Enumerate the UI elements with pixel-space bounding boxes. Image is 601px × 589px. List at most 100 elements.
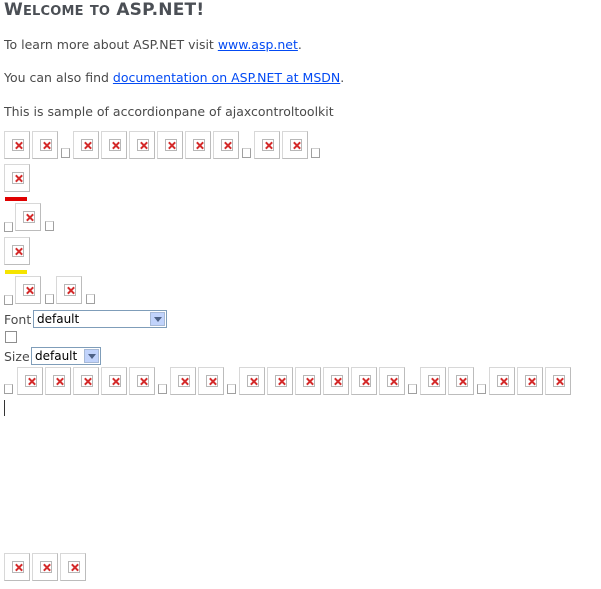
toolbar-button[interactable] (4, 164, 30, 192)
page-title: WELCOME TO ASP.NET! (4, 0, 205, 20)
font-select[interactable]: default (33, 310, 167, 328)
broken-image-icon (137, 139, 149, 151)
toolbar-button[interactable] (60, 553, 86, 581)
msdn-docs-link[interactable]: documentation on ASP.NET at MSDN (112, 70, 341, 85)
broken-image-icon (40, 139, 52, 151)
broken-image-icon (303, 375, 315, 387)
toolbar-button[interactable] (129, 131, 155, 159)
toolbar-button[interactable] (32, 553, 58, 581)
broken-image-icon (359, 375, 371, 387)
broken-image-icon (262, 139, 274, 151)
broken-image-icon (247, 375, 259, 387)
asp-net-link[interactable]: www.asp.net (217, 37, 298, 52)
toolbar-button[interactable] (213, 131, 239, 159)
toolbar-button[interactable] (545, 367, 571, 395)
toolbar-separator (4, 384, 13, 394)
back-color-bar (5, 270, 27, 274)
broken-image-icon (68, 561, 80, 573)
toolbar-button[interactable] (448, 367, 474, 395)
toolbar-separator (45, 294, 54, 304)
broken-image-icon (165, 139, 177, 151)
toolbar-button[interactable] (379, 367, 405, 395)
broken-image-icon (525, 375, 537, 387)
toolbar-separator (408, 384, 417, 394)
toolbar-button[interactable] (254, 131, 280, 159)
toolbar-button[interactable] (420, 367, 446, 395)
toolbar-separator (45, 221, 54, 231)
docs-text: You can also find documentation on ASP.N… (4, 70, 345, 85)
size-select[interactable]: default (31, 347, 101, 365)
broken-image-icon (12, 139, 24, 151)
broken-image-icon (81, 375, 93, 387)
toolbar-button[interactable] (32, 131, 58, 159)
broken-image-icon (428, 375, 440, 387)
toolbar-separator (477, 384, 486, 394)
toolbar-button[interactable] (73, 367, 99, 395)
toolbar-button[interactable] (56, 276, 82, 304)
toolbar-button[interactable] (239, 367, 265, 395)
toolbar-button[interactable] (282, 131, 308, 159)
toolbar-button[interactable] (15, 276, 41, 304)
toolbar-button[interactable] (517, 367, 543, 395)
broken-image-icon (25, 375, 37, 387)
chevron-down-icon[interactable] (84, 349, 99, 363)
broken-image-icon (137, 375, 149, 387)
toolbar-button[interactable] (129, 367, 155, 395)
toolbar-button[interactable] (4, 237, 30, 265)
broken-image-icon (221, 139, 233, 151)
fore-color-bar (5, 197, 27, 201)
broken-image-icon (12, 172, 24, 184)
toolbar-checkbox[interactable] (5, 331, 17, 343)
toolbar-button[interactable] (323, 367, 349, 395)
broken-image-icon (12, 245, 24, 257)
toolbar-separator (158, 384, 167, 394)
broken-image-icon (331, 375, 343, 387)
broken-image-icon (23, 284, 35, 296)
toolbar-separator (311, 148, 320, 158)
toolbar-button[interactable] (170, 367, 196, 395)
broken-image-icon (81, 139, 93, 151)
broken-image-icon (456, 375, 468, 387)
toolbar-button[interactable] (101, 131, 127, 159)
broken-image-icon (12, 561, 24, 573)
toolbar-button[interactable] (198, 367, 224, 395)
broken-image-icon (23, 211, 35, 223)
toolbar-button[interactable] (101, 367, 127, 395)
toolbar-button[interactable] (157, 131, 183, 159)
toolbar-button[interactable] (295, 367, 321, 395)
toolbar-separator (4, 295, 13, 305)
toolbar-button[interactable] (73, 131, 99, 159)
broken-image-icon (206, 375, 218, 387)
toolbar-separator (61, 148, 70, 158)
broken-image-icon (109, 375, 121, 387)
sample-text: This is sample of accordionpane of ajaxc… (4, 104, 334, 119)
broken-image-icon (275, 375, 287, 387)
toolbar-button[interactable] (17, 367, 43, 395)
broken-image-icon (53, 375, 65, 387)
broken-image-icon (40, 561, 52, 573)
intro-text: To learn more about ASP.NET visit www.as… (4, 37, 302, 52)
toolbar-separator (4, 222, 13, 232)
broken-image-icon (497, 375, 509, 387)
toolbar-button[interactable] (351, 367, 377, 395)
toolbar-button[interactable] (45, 367, 71, 395)
broken-image-icon (109, 139, 121, 151)
toolbar-separator (227, 384, 236, 394)
toolbar-separator (86, 294, 95, 304)
toolbar-button[interactable] (15, 203, 41, 231)
broken-image-icon (290, 139, 302, 151)
toolbar-button[interactable] (489, 367, 515, 395)
toolbar-button[interactable] (267, 367, 293, 395)
toolbar-button[interactable] (4, 131, 30, 159)
toolbar-separator (242, 148, 251, 158)
broken-image-icon (64, 284, 76, 296)
chevron-down-icon[interactable] (150, 312, 165, 326)
toolbar-button[interactable] (185, 131, 211, 159)
editor-caret[interactable] (4, 400, 5, 416)
toolbar-button[interactable] (4, 553, 30, 581)
broken-image-icon (387, 375, 399, 387)
broken-image-icon (193, 139, 205, 151)
broken-image-icon (553, 375, 565, 387)
size-label: Size (4, 349, 30, 364)
font-label: Font (4, 312, 32, 327)
